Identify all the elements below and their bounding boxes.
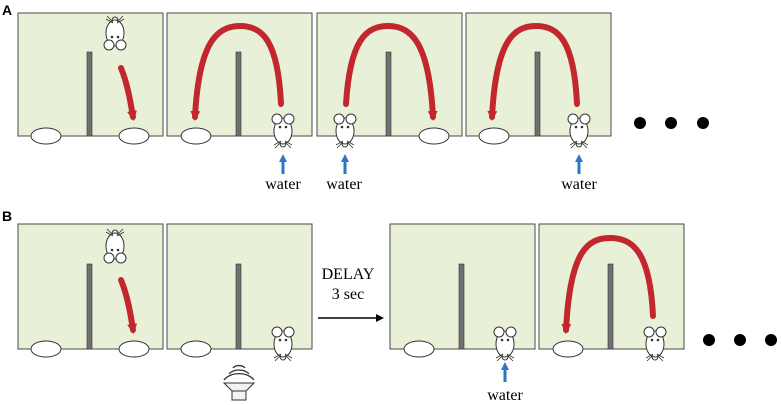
panel-a-box-2 — [166, 12, 313, 174]
water-label: water — [561, 176, 597, 193]
mouse-icon — [333, 113, 357, 149]
panel-b-letter: B — [2, 208, 12, 224]
ellipsis-dots — [703, 334, 777, 346]
run-arrow — [118, 277, 138, 334]
mouse-icon — [493, 326, 517, 362]
reward-well-left — [552, 340, 584, 358]
mouse-icon — [567, 113, 591, 149]
panel-b-box-3 — [389, 223, 536, 382]
panel-a-letter: A — [2, 2, 12, 18]
divider-wall — [235, 51, 242, 137]
divider-wall — [385, 51, 392, 137]
water-label: water — [326, 176, 362, 193]
panel-a-box-3 — [316, 12, 463, 174]
panel-b-box-1 — [17, 223, 164, 358]
panel-a-box-4 — [465, 12, 612, 174]
mouse-icon — [271, 326, 295, 362]
reward-well-right — [118, 127, 150, 145]
delay-duration: 3 sec — [332, 286, 364, 303]
divider-wall — [86, 263, 93, 350]
divider-wall — [86, 51, 93, 137]
reward-well-left — [30, 340, 62, 358]
mouse-icon — [271, 113, 295, 149]
run-arrow — [487, 22, 580, 121]
reward-well-left — [403, 340, 435, 358]
run-arrow — [118, 65, 137, 121]
mouse-icon — [643, 326, 667, 362]
water-label: water — [487, 387, 523, 404]
panel-a-box-1 — [17, 12, 164, 145]
divider-wall — [458, 263, 465, 350]
water-label: water — [265, 176, 301, 193]
divider-wall — [534, 51, 541, 137]
speaker-icon — [222, 364, 256, 401]
reward-well-left — [30, 127, 62, 145]
divider-wall — [607, 263, 614, 350]
ellipsis-dots — [634, 117, 709, 129]
run-arrow — [561, 234, 656, 334]
reward-well-left — [180, 127, 212, 145]
reward-well-right — [418, 127, 450, 145]
reward-well-left — [478, 127, 510, 145]
panel-b-box-2 — [166, 223, 313, 362]
divider-wall — [235, 263, 242, 350]
reward-well-left — [180, 340, 212, 358]
panel-b-box-4 — [538, 223, 685, 362]
reward-well-right — [118, 340, 150, 358]
run-arrow — [343, 22, 438, 121]
run-arrow — [190, 22, 284, 121]
delay-label: DELAY — [322, 266, 375, 283]
